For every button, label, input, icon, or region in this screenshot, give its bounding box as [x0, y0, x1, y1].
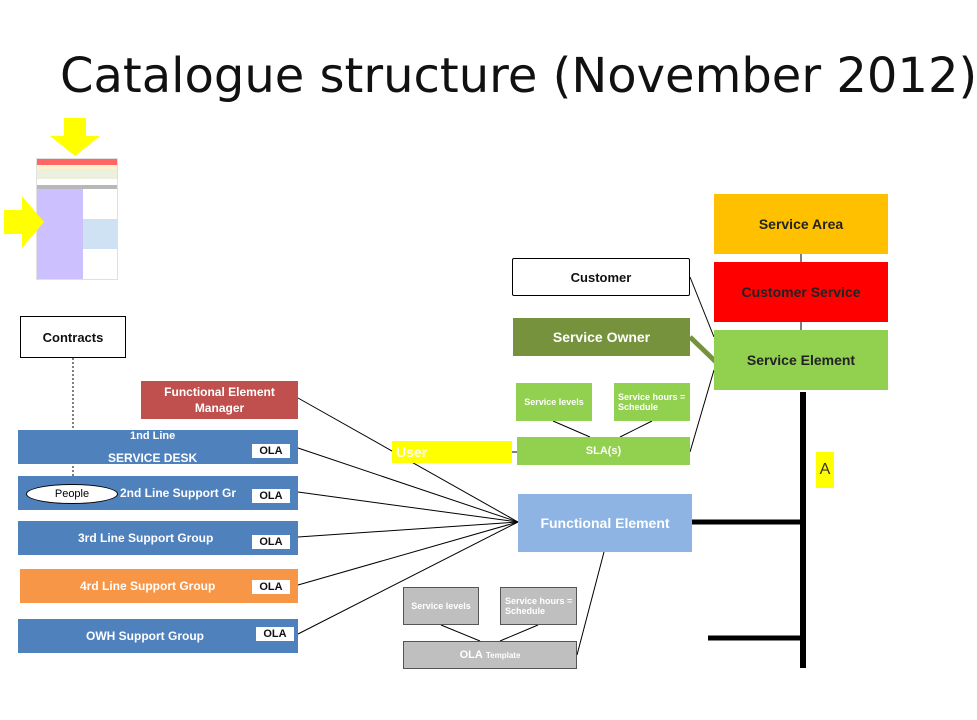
ola-badge: OLA	[256, 627, 294, 641]
functional-element-manager-box: Functional Element Manager	[141, 381, 298, 419]
group-5-label: OWH Support Group	[86, 629, 204, 643]
service-owner-box: Service Owner	[513, 318, 690, 356]
a-box: A	[816, 452, 834, 488]
ola-template-sub: Template	[485, 650, 521, 660]
page-title: Catalogue structure (November 2012)	[60, 48, 977, 104]
ola-badge: OLA	[252, 489, 290, 503]
sla-service-levels-box: Service levels	[516, 383, 592, 421]
spreadsheet-thumbnail	[36, 158, 118, 280]
customer-label: Customer	[570, 269, 632, 285]
group-1nd-line-service-desk: 1nd Line SERVICE DESK OLA	[18, 430, 298, 465]
group-3-label: 3rd Line Support Group	[78, 531, 214, 545]
group-2-label: 2nd Line Support Gr	[120, 486, 236, 500]
service-element-box: Service Element	[714, 330, 888, 390]
arrow-down-icon	[50, 118, 100, 156]
ola-badge: OLA	[252, 580, 290, 594]
ola-badge: OLA	[252, 535, 290, 549]
fe-manager-label: Functional Element Manager	[164, 385, 275, 415]
ola-service-levels-label: Service levels	[411, 601, 471, 611]
functional-element-box: Functional Element	[518, 494, 692, 552]
people-oval: People	[26, 484, 118, 504]
arrow-right-icon	[4, 196, 44, 248]
service-element-label: Service Element	[746, 352, 856, 368]
ola-template-box: OLA Template	[403, 641, 577, 669]
group-1-line2: SERVICE DESK	[108, 451, 198, 465]
group-4-label: 4rd Line Support Group	[80, 579, 216, 593]
slas-label: SLA(s)	[585, 445, 622, 457]
ola-badge: OLA	[252, 444, 290, 458]
ola-service-hours-box: Service hours = Schedule	[500, 587, 577, 625]
service-owner-label: Service Owner	[552, 329, 651, 345]
customer-box: Customer	[512, 258, 690, 296]
a-label: A	[819, 461, 831, 478]
contracts-box: Contracts	[20, 316, 126, 358]
customer-service-label: Customer Service	[741, 284, 861, 300]
user-label: User	[396, 444, 428, 460]
contracts-label: Contracts	[42, 329, 104, 345]
user-box: User	[392, 441, 512, 463]
ola-service-hours-label: Service hours = Schedule	[505, 596, 573, 616]
sla-service-hours-box: Service hours = Schedule	[614, 383, 690, 421]
sla-service-levels-label: Service levels	[524, 397, 584, 407]
slas-box: SLA(s)	[517, 437, 690, 465]
ola-template-main: OLA	[459, 649, 483, 661]
group-3rd-line-support: 3rd Line Support Group OLA	[18, 521, 298, 555]
group-4rd-line-support: 4rd Line Support Group OLA	[20, 569, 298, 603]
functional-element-label: Functional Element	[540, 515, 670, 531]
service-area-box: Service Area	[714, 194, 888, 254]
group-owh-support: OWH Support Group OLA	[18, 619, 298, 653]
people-label: People	[54, 488, 90, 500]
ola-service-levels-box: Service levels	[403, 587, 479, 625]
customer-service-box: Customer Service	[714, 262, 888, 322]
service-area-label: Service Area	[758, 216, 844, 232]
sla-service-hours-label: Service hours = Schedule	[618, 392, 686, 412]
group-1-line1: 1nd Line	[130, 430, 176, 442]
